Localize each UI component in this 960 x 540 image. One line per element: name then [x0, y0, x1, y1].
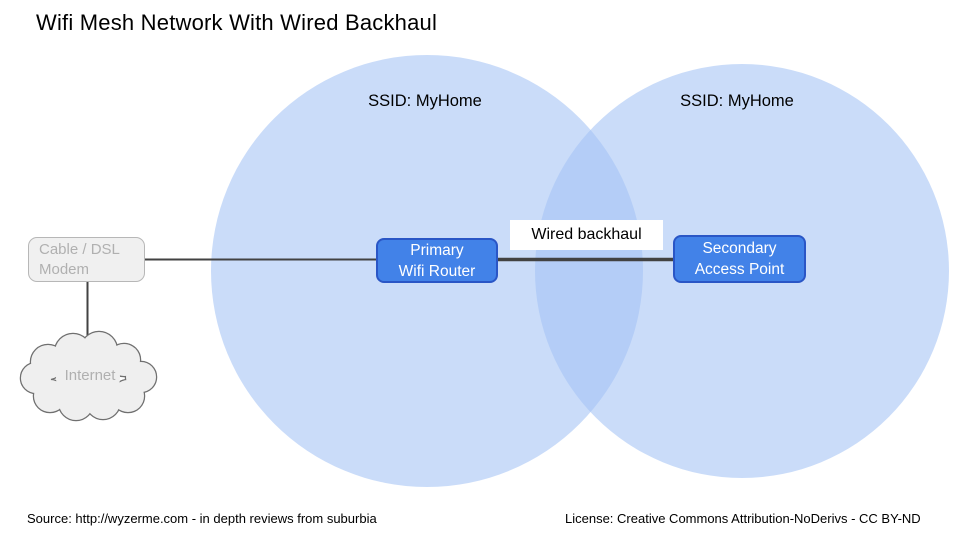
footer-license-text: License: Creative Commons Attribution-No… [565, 511, 921, 526]
internet-label: Internet [64, 367, 116, 384]
cable-dsl-modem-node: Cable / DSL Modem [28, 237, 145, 282]
ssid-label-primary: SSID: MyHome [368, 92, 482, 110]
secondary-label-line2: Access Point [694, 261, 785, 278]
internet-cloud-icon [19, 330, 158, 422]
ssid-label-secondary: SSID: MyHome [680, 92, 794, 110]
primary-label-line2: Wifi Router [398, 262, 476, 280]
page-title: Wifi Mesh Network With Wired Backhaul [36, 10, 438, 35]
wired-backhaul-label: Wired backhaul [510, 220, 663, 250]
secondary-label-line1: Secondary [702, 240, 777, 257]
modem-label-line1: Cable / DSL [39, 240, 120, 258]
footer-source-text: Source: http://wyzerme.com - in depth re… [27, 511, 377, 526]
primary-label-line1: Primary [410, 241, 464, 259]
primary-wifi-router-node: Primary Wifi Router [376, 238, 498, 283]
secondary-access-point-node: Secondary Access Point [673, 235, 806, 283]
modem-label-line2: Modem [39, 260, 90, 278]
